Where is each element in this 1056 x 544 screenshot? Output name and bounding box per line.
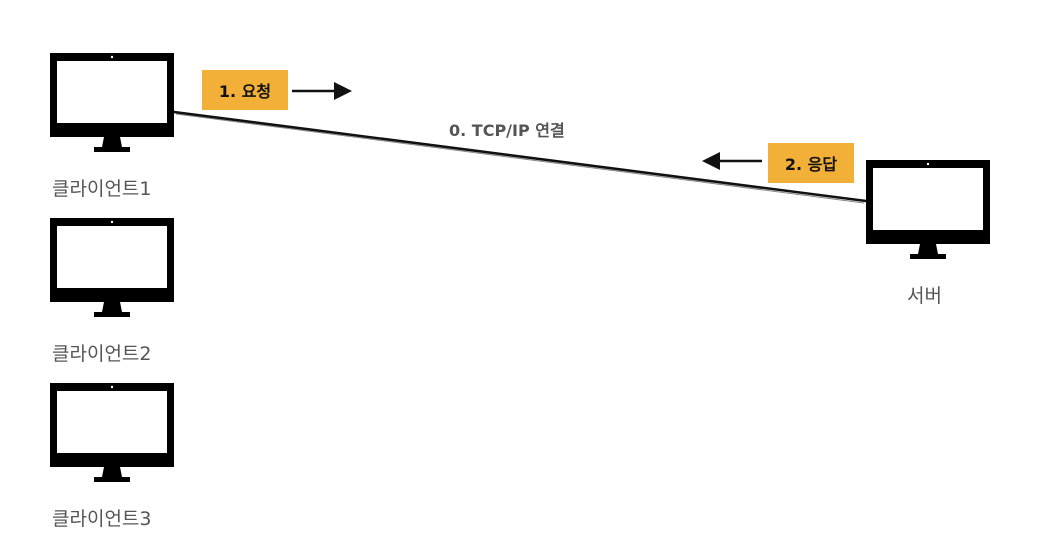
- monitor-icon: [50, 53, 174, 152]
- server-label: 서버: [907, 285, 942, 307]
- arrow-right-icon: [292, 82, 352, 100]
- connection-label: 0. TCP/IP 연결: [449, 121, 565, 140]
- monitor-icon: [50, 383, 174, 482]
- arrow-left-icon: [702, 152, 762, 170]
- monitor-icon: [866, 160, 990, 259]
- monitor-icon: [50, 218, 174, 317]
- connection-line-texture: [175, 113, 865, 204]
- client2-label: 클라이언트2: [52, 343, 152, 365]
- request-step-tag: 1. 요청: [202, 70, 288, 110]
- connection-line: [172, 110, 868, 203]
- client1-label: 클라이언트1: [52, 178, 152, 200]
- response-step-tag: 2. 응답: [768, 143, 854, 183]
- client3-label: 클라이언트3: [52, 508, 152, 530]
